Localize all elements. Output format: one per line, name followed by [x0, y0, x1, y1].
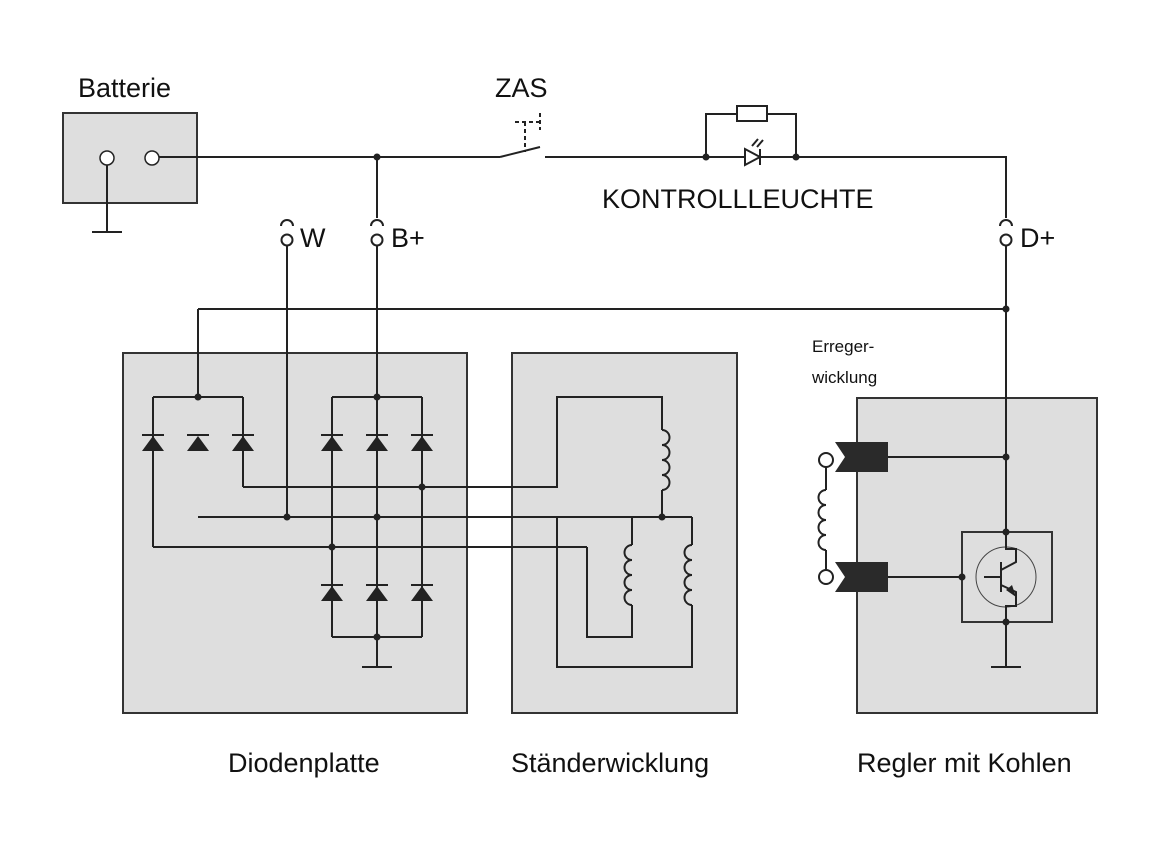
stator-coil-icon — [683, 544, 693, 606]
stator-coil-icon — [623, 544, 633, 606]
led-icon — [744, 147, 763, 167]
diode-icon — [142, 436, 164, 451]
junction-dot — [373, 393, 381, 401]
diode-icon — [321, 436, 343, 451]
terminal-d-plus — [999, 219, 1013, 247]
transistor — [961, 531, 1053, 623]
connector-icon — [280, 219, 294, 227]
terminal-icon — [999, 233, 1013, 247]
diodes — [142, 434, 433, 601]
battery-ground-icon — [92, 165, 122, 233]
diode-icon — [366, 436, 388, 451]
led-light-arrows-icon — [751, 138, 764, 165]
stator-coil-icon — [661, 429, 671, 491]
diode-icon — [366, 586, 388, 601]
battery-terminal-negative — [99, 150, 115, 166]
terminal-icon — [280, 233, 294, 247]
junction-dot — [958, 573, 966, 581]
field-winding-label-2: wicklung — [811, 368, 877, 387]
terminal-w-label: W — [300, 223, 326, 253]
battery — [62, 112, 198, 233]
transistor-symbol-icon — [984, 532, 1017, 622]
junction-dot — [328, 543, 336, 551]
junction-dot — [1002, 618, 1010, 626]
diode-icon — [411, 586, 433, 601]
field-winding-coil-icon — [817, 489, 827, 551]
diode-plate-box — [122, 352, 468, 714]
junction-dot — [1002, 305, 1010, 313]
junction-dot — [1002, 453, 1010, 461]
junction-dot — [702, 153, 710, 161]
diode-icon — [187, 436, 209, 451]
resistor-icon — [736, 105, 768, 122]
junction-dot — [418, 483, 426, 491]
regulator-label: Regler mit Kohlen — [857, 748, 1072, 778]
connector-icon — [999, 219, 1013, 227]
slip-ring-icon — [818, 569, 834, 585]
junction-dot — [373, 153, 381, 161]
lamp-bypass-wire — [705, 113, 797, 157]
field-winding-label-1: Erreger- — [812, 337, 874, 356]
terminal-b-plus-label: B+ — [391, 223, 425, 253]
battery-label: Batterie — [78, 73, 171, 103]
terminal-w — [280, 219, 294, 247]
battery-terminal-positive — [144, 150, 160, 166]
emitter-arrow-icon — [1006, 585, 1016, 597]
junction-dot — [194, 393, 202, 401]
terminal-icon — [370, 233, 384, 247]
brush-icon — [835, 562, 888, 592]
switch-actuator-icon — [515, 113, 541, 152]
slip-ring-icon — [818, 452, 834, 468]
junction-dot — [658, 513, 666, 521]
junction-dot — [283, 513, 291, 521]
terminal-b-plus — [370, 157, 384, 247]
warning-lamp-label: KONTROLLLEUCHTE — [602, 184, 874, 214]
junction-dot — [1002, 528, 1010, 536]
diode-plate-label: Diodenplatte — [228, 748, 380, 778]
junction-dots — [194, 153, 1010, 641]
terminal-d-plus-label: D+ — [1020, 223, 1055, 253]
junction-dot — [792, 153, 800, 161]
main-wire — [159, 146, 1007, 218]
stator-winding-label: Ständerwicklung — [511, 748, 709, 778]
diode-icon — [232, 436, 254, 451]
junction-dot — [373, 633, 381, 641]
warning-lamp — [705, 105, 797, 167]
connector-icon — [370, 157, 384, 227]
diode-icon — [411, 436, 433, 451]
brush-icon — [835, 442, 888, 472]
ignition-switch — [515, 113, 541, 152]
junction-dot — [373, 513, 381, 521]
stator-box — [511, 352, 738, 714]
ignition-switch-label: ZAS — [495, 73, 548, 103]
diode-icon — [321, 586, 343, 601]
